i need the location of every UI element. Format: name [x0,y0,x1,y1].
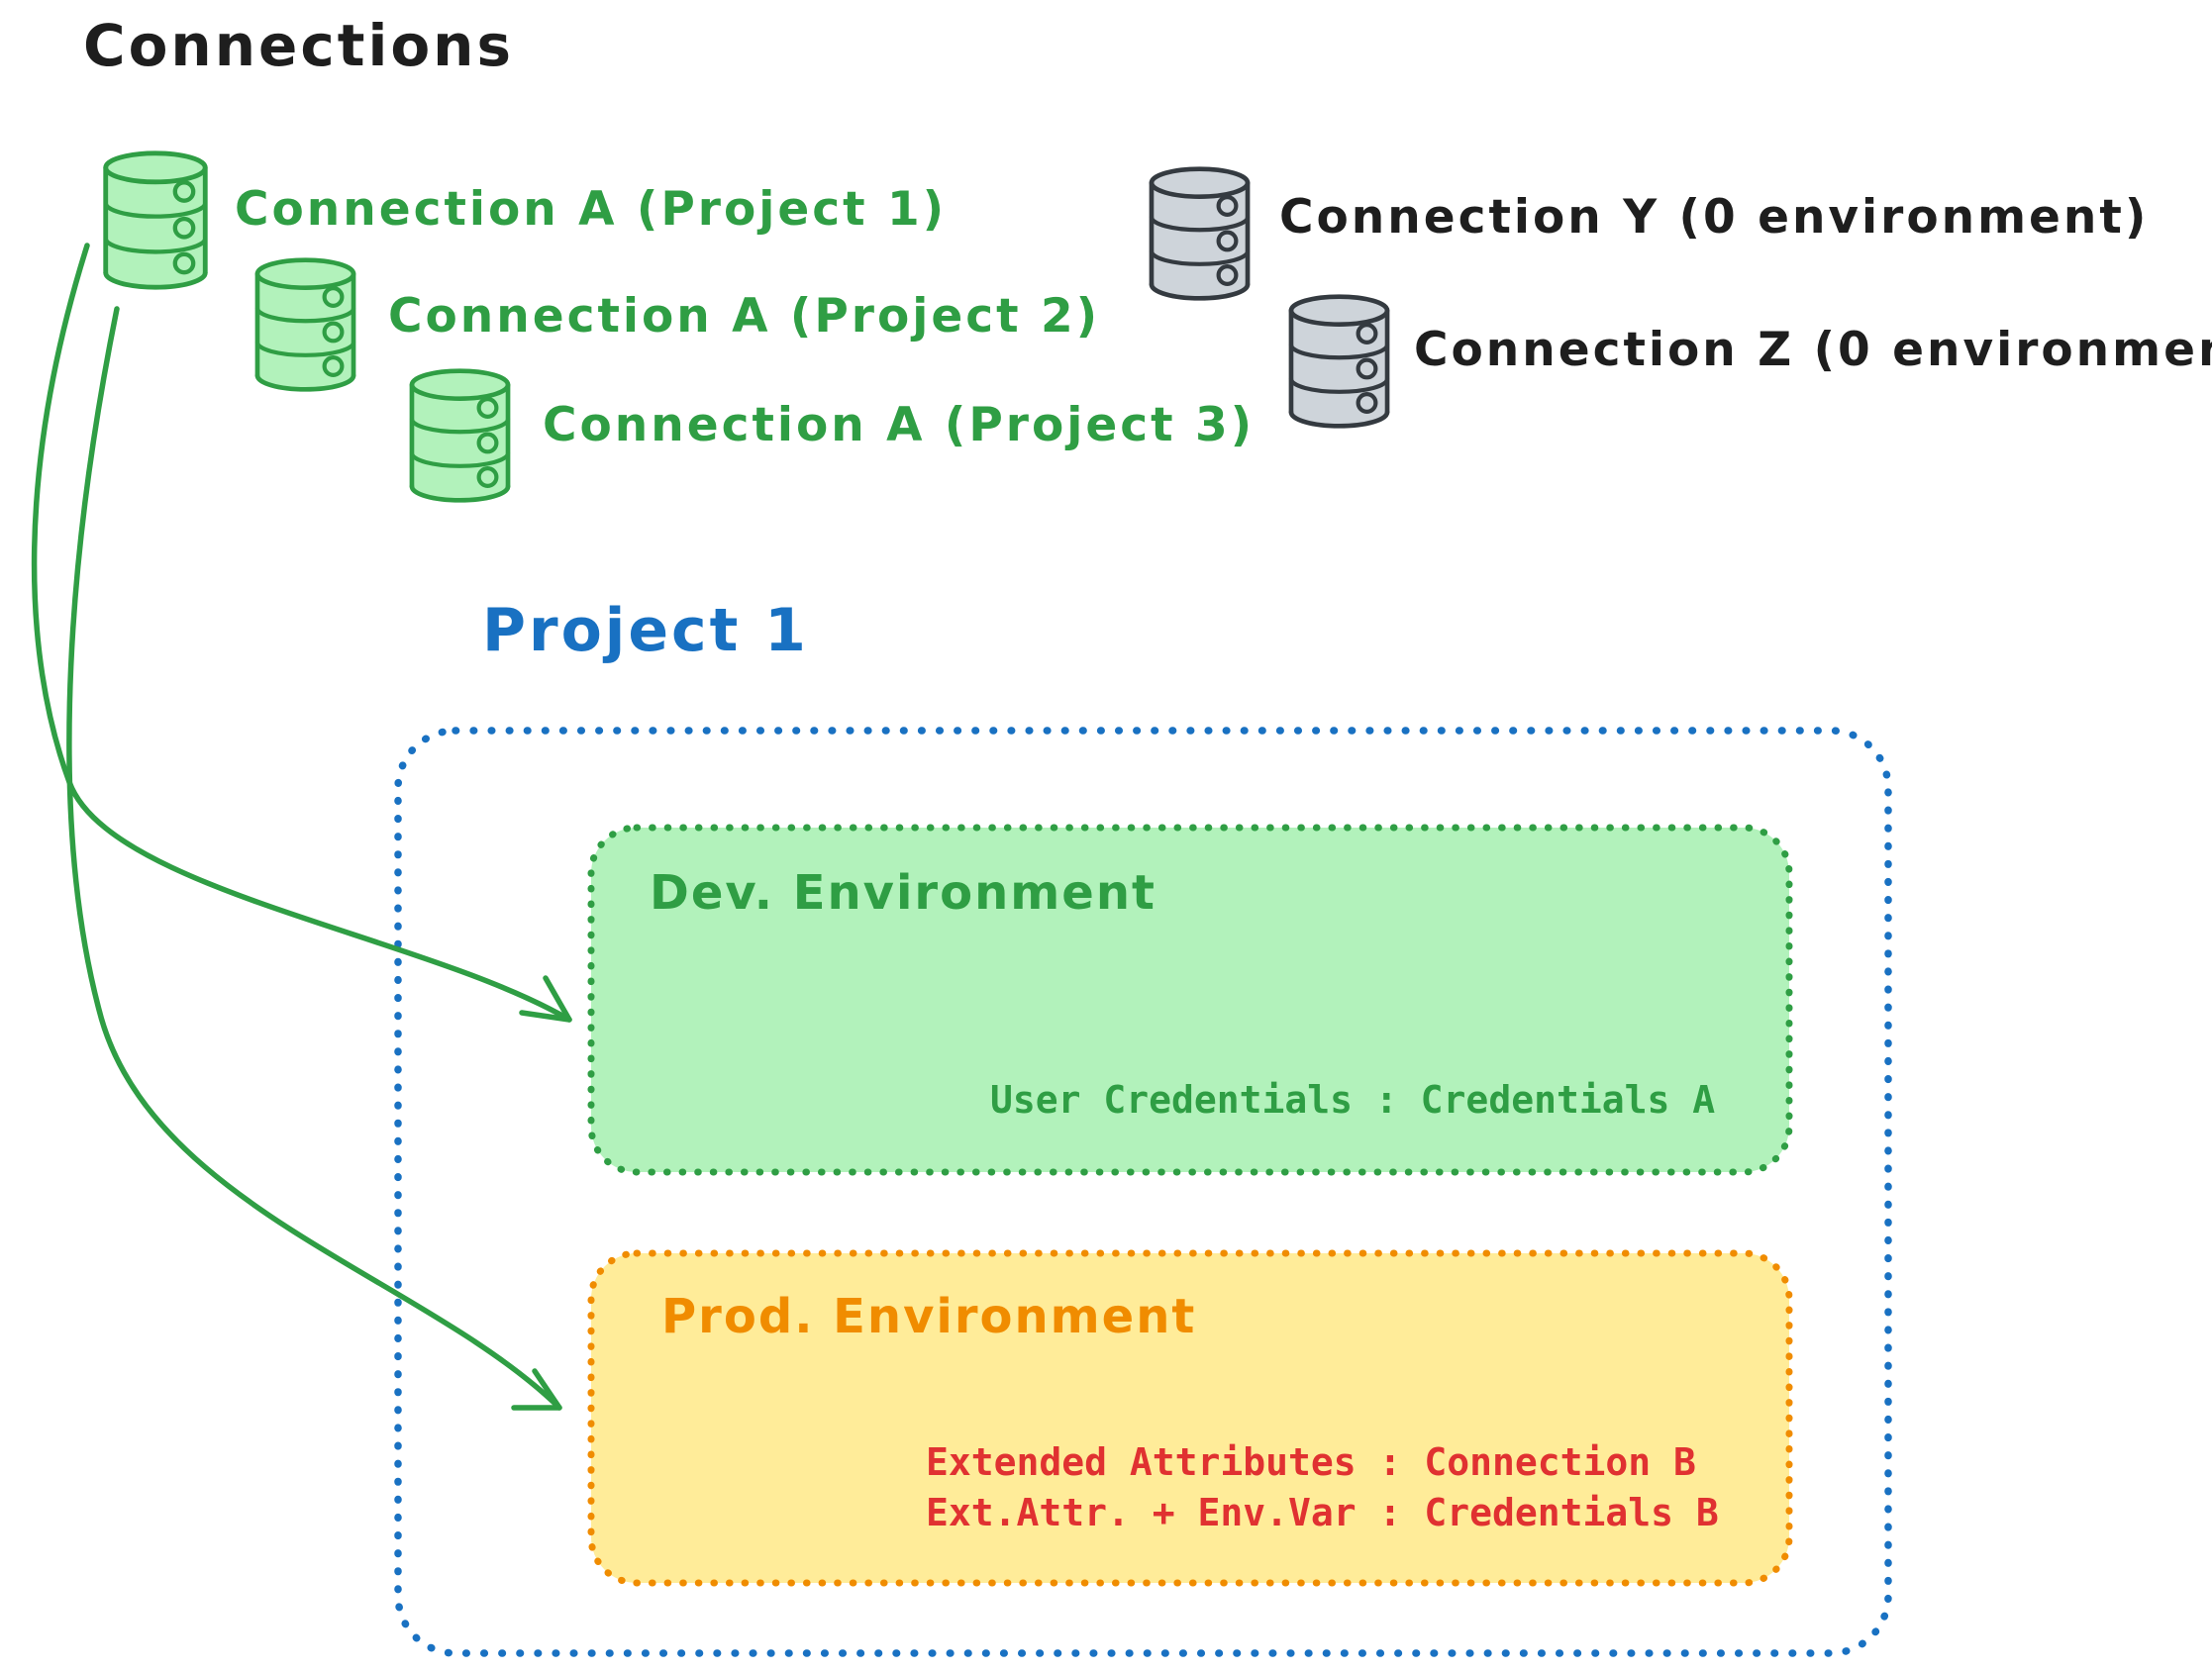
db-cylinder-connection-a1-icon [106,153,206,287]
db-cylinder-connection-z-icon [1291,297,1387,427]
project-1-box [394,727,1892,1657]
prod-mapping-line-2: Ext.Attr. + Env.Var : Credentials B [926,1491,1719,1534]
db-cylinder-connection-a2-icon [257,260,353,390]
arrow-to-prod-environment [66,306,562,1411]
db-cylinder-connection-a3-icon [412,371,508,501]
db-cylinder-connection-y-icon [1152,169,1248,299]
dev-environment-title: Dev. Environment [650,865,1156,921]
prod-environment-box [587,1249,1793,1587]
connection-a-project-1-label: Connection A (Project 1) [235,182,948,237]
page-title: Connections [83,12,514,79]
project-1-title: Project 1 [482,596,809,665]
connection-y-label: Connection Y (0 environment) [1279,190,2150,245]
prod-environment-title: Prod. Environment [661,1289,1197,1344]
dev-environment-box [587,824,1793,1176]
prod-mapping-line-1: Extended Attributes : Connection B [926,1440,1696,1484]
connection-z-label: Connection Z (0 environment) [1414,323,2212,377]
dev-credentials-text: User Credentials : Credentials A [990,1078,1716,1122]
connection-a-project-3-label: Connection A (Project 3) [543,398,1256,452]
connection-a-project-2-label: Connection A (Project 2) [388,289,1101,344]
